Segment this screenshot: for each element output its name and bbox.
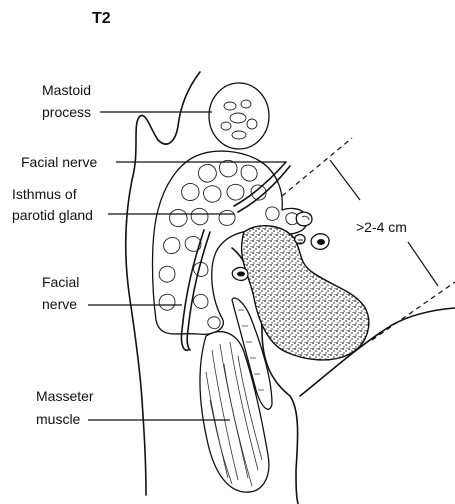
measurement-line-lower	[372, 282, 455, 340]
label-facial-nerve-lower-line1: Facial	[42, 274, 79, 290]
label-masseter-line2: muscle	[36, 411, 81, 427]
label-mastoid-line2: process	[42, 104, 91, 120]
stage-title: T2	[92, 10, 111, 27]
label-mastoid-line1: Mastoid	[42, 82, 91, 98]
measurement-label: >2-4 cm	[356, 219, 407, 235]
label-isthmus-line2: parotid gland	[12, 207, 93, 223]
label-facial-nerve-lower-line2: nerve	[42, 296, 77, 312]
label-facial-nerve-top: Facial nerve	[21, 154, 97, 170]
measurement-bracket-top	[330, 160, 360, 200]
label-masseter-line1: Masseter	[36, 388, 94, 404]
vessel	[295, 235, 305, 244]
measurement-bracket-bottom	[408, 242, 438, 286]
measurement-line-upper	[282, 138, 352, 196]
label-isthmus-line1: Isthmus of	[12, 186, 77, 202]
tumor-mass	[242, 226, 369, 360]
vessel	[296, 212, 312, 226]
